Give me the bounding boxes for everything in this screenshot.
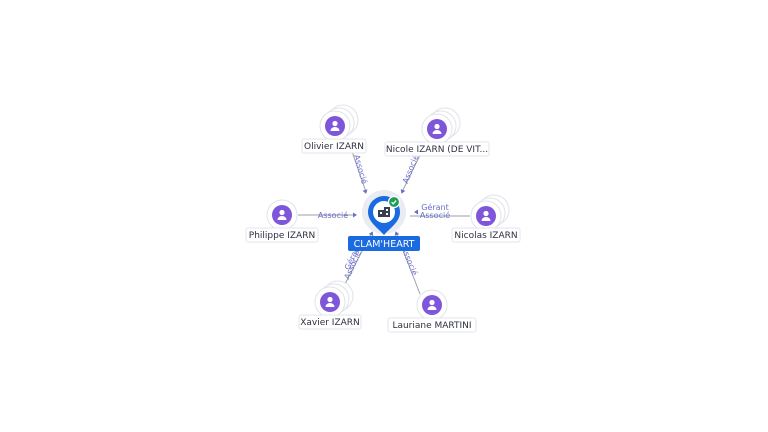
edge-role-label: Associé	[400, 153, 421, 185]
person-name[interactable]: Philippe IZARN	[249, 231, 315, 241]
check-mark	[391, 200, 397, 205]
person-icon	[432, 123, 442, 134]
company-node[interactable]: CLAM'HEART	[348, 190, 420, 251]
edge-arrow-nicole	[400, 189, 406, 194]
person-node-xavier[interactable]: Xavier IZARN	[298, 280, 362, 330]
edge-role-label: Associé	[318, 210, 348, 220]
person-icon	[325, 296, 335, 307]
company-name[interactable]: CLAM'HEART	[354, 239, 415, 250]
person-name[interactable]: Nicolas IZARN	[454, 231, 517, 241]
person-label-box	[384, 141, 490, 157]
edge-arrow-nicolas	[414, 209, 418, 215]
nodes: Olivier IZARN Nicole IZARN (DE VIT... Phil…	[245, 104, 521, 333]
person-node-lauriane[interactable]: Lauriane MARTINI	[387, 289, 477, 333]
person-icon	[277, 209, 287, 220]
person-node-philippe[interactable]: Philippe IZARN	[245, 199, 319, 243]
edge-role-label: Gérant	[421, 202, 449, 212]
edge-role-label: Associé	[352, 153, 370, 185]
edge-role-label: Associé	[420, 210, 450, 220]
person-name[interactable]: Lauriane MARTINI	[392, 321, 471, 331]
person-name[interactable]: Xavier IZARN	[300, 318, 360, 328]
person-name[interactable]: Olivier IZARN	[304, 142, 364, 152]
edge-arrow-lauriane	[394, 231, 400, 236]
person-node-nicole[interactable]: Nicole IZARN (DE VIT...	[384, 107, 490, 157]
person-icon	[330, 120, 340, 131]
company-label-box	[348, 236, 420, 251]
person-node-olivier[interactable]: Olivier IZARN	[301, 104, 367, 154]
person-label-box	[301, 138, 367, 154]
person-icon	[481, 210, 491, 221]
person-name[interactable]: Nicole IZARN (DE VIT...	[386, 145, 488, 155]
edge-arrow-philippe	[353, 212, 357, 218]
edge-arrow-xavier	[368, 231, 374, 237]
person-icon	[427, 299, 437, 310]
person-label-box	[245, 227, 319, 243]
person-label-box	[387, 317, 477, 333]
edge-arrow-olivier	[362, 189, 368, 194]
person-label-box	[451, 227, 521, 243]
person-label-box	[298, 314, 362, 330]
person-node-nicolas[interactable]: Nicolas IZARN	[451, 194, 521, 243]
building-icon	[378, 207, 390, 217]
